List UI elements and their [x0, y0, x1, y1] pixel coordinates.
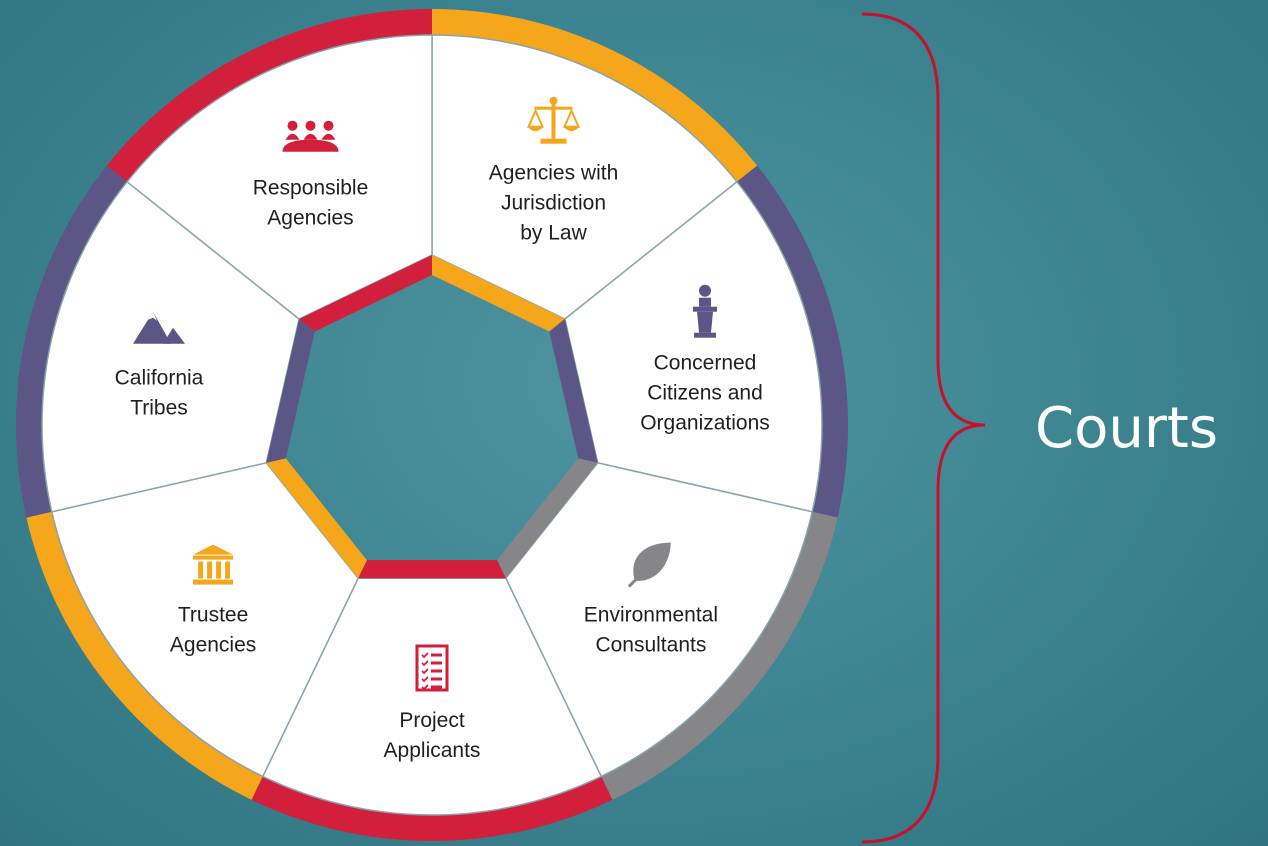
segment-label-responsible-agencies-line-1: Responsible: [253, 177, 369, 200]
segment-label-trustee-agencies-line-2: Agencies: [170, 634, 256, 657]
inner-band-california-tribes: [266, 319, 315, 463]
segment-label-agencies-jurisdiction-line-3: by Law: [520, 222, 587, 245]
mountains-icon: [133, 311, 185, 344]
segment-label-california-tribes-line-1: California: [115, 367, 204, 390]
scales-icon: [526, 96, 581, 144]
segment-label-california-tribes-line-2: Tribes: [130, 397, 188, 420]
courts-label: Courts: [1035, 396, 1218, 461]
segment-label-responsible-agencies-line-2: Agencies: [267, 207, 353, 230]
courts-brace: [861, 12, 986, 844]
segment-environmental-consultants[interactable]: [504, 461, 814, 778]
segment-trustee-agencies[interactable]: [50, 461, 360, 778]
inner-band-concerned-citizens: [549, 319, 598, 463]
segment-project-applicants[interactable]: [261, 577, 603, 816]
segment-label-agencies-jurisdiction-line-1: Agencies with: [489, 162, 619, 185]
segment-agencies-jurisdiction[interactable]: [431, 34, 738, 320]
segment-label-concerned-citizens-line-2: Citizens and: [647, 382, 763, 405]
podium-speaker-icon: [693, 284, 717, 338]
segment-label-environmental-consultants-line-2: Consultants: [595, 634, 706, 657]
outer-ring-arc-responsible-agencies: [106, 9, 433, 182]
segment-label-environmental-consultants-line-1: Environmental: [584, 604, 718, 627]
segment-label-project-applicants-line-2: Applicants: [384, 739, 481, 762]
segment-label-trustee-agencies-line-1: Trustee: [178, 604, 248, 627]
inner-band-agencies-jurisdiction: [432, 255, 565, 332]
outer-ring-arc-california-tribes: [15, 165, 128, 518]
inner-band-responsible-agencies: [299, 255, 432, 332]
inner-band-project-applicants: [358, 560, 506, 579]
outer-ring-arc-agencies-jurisdiction: [432, 9, 758, 182]
outer-ring-arc-project-applicants: [251, 776, 613, 841]
outer-ring-arc-environmental-consultants: [601, 511, 838, 800]
leaf-icon: [627, 542, 671, 588]
government-building-icon: [193, 544, 234, 585]
meeting-group-icon: [282, 120, 339, 152]
inner-band-environmental-consultants: [497, 458, 598, 579]
checklist-icon: [415, 644, 449, 692]
segment-california-tribes[interactable]: [41, 180, 300, 513]
segment-responsible-agencies[interactable]: [126, 34, 433, 320]
segment-label-concerned-citizens-line-3: Organizations: [640, 412, 770, 435]
segment-concerned-citizens[interactable]: [564, 180, 823, 513]
segment-label-concerned-citizens-line-1: Concerned: [654, 352, 757, 375]
segment-label-agencies-jurisdiction-line-2: Jurisdiction: [501, 192, 606, 215]
segment-label-project-applicants-line-1: Project: [399, 709, 465, 732]
outer-ring-arc-concerned-citizens: [736, 165, 849, 518]
outer-ring-arc-trustee-agencies: [26, 511, 263, 800]
inner-band-trustee-agencies: [266, 458, 367, 579]
